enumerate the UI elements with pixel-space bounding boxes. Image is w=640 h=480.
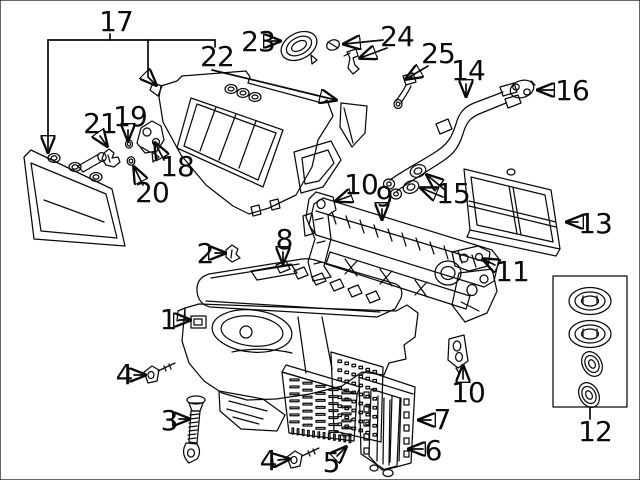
- part-number-label-3[interactable]: 3: [161, 404, 179, 437]
- part-number-label-15[interactable]: 15: [436, 177, 471, 210]
- callout-10b: 10: [451, 366, 486, 409]
- cabin-air-filter-13: [463, 168, 561, 257]
- part-number-label-11[interactable]: 11: [495, 255, 530, 288]
- part-number-label-1[interactable]: 1: [160, 303, 178, 336]
- duct-clips-8: [275, 260, 381, 304]
- callout-17: 17: [48, 5, 216, 152]
- callout-21: 21: [83, 107, 118, 146]
- part-number-label-20[interactable]: 20: [135, 176, 170, 209]
- callout-2: 2: [197, 237, 225, 270]
- leader-arrow-5: [337, 447, 346, 456]
- seal-ring-19: [124, 139, 134, 149]
- leader-arrow-24: [360, 48, 388, 58]
- part-number-label-16[interactable]: 16: [555, 74, 590, 107]
- evaporator-core-17: [23, 149, 126, 247]
- callout-7: 7: [419, 403, 452, 436]
- part-number-label-9[interactable]: 9: [376, 180, 394, 213]
- pipe-clamp-21: [101, 148, 121, 168]
- leader-arrow-15: [427, 175, 446, 190]
- leader-arrow-24: [344, 40, 384, 44]
- part-number-label-19[interactable]: 19: [113, 100, 148, 133]
- callout-16: 16: [538, 74, 590, 107]
- upper-heater-case-22: [149, 70, 342, 217]
- core-frame-7: [358, 370, 416, 471]
- pipe-grommets-15: [402, 164, 427, 194]
- part-number-label-2[interactable]: 2: [197, 237, 215, 270]
- part-number-label-17[interactable]: 17: [99, 5, 134, 38]
- grommet-kit-12: [552, 275, 628, 408]
- part-number-label-7[interactable]: 7: [434, 403, 452, 436]
- callout-20: 20: [134, 167, 170, 209]
- part-number-label-25[interactable]: 25: [421, 37, 456, 70]
- callout-1: 1: [160, 303, 190, 336]
- leader-arrow-4b: [278, 459, 289, 460]
- leader-arrow-18: [155, 143, 164, 160]
- part-number-label-4b[interactable]: 4: [260, 444, 278, 477]
- part-number-label-10b[interactable]: 10: [451, 376, 486, 409]
- lower-heater-case-1: [176, 258, 419, 432]
- callout-24: 24: [344, 20, 415, 58]
- callout-12: 12: [578, 406, 613, 448]
- callout-6: 6: [409, 434, 443, 467]
- mode-bracket-10-upper: [305, 191, 337, 282]
- callout-18: 18: [155, 143, 195, 183]
- actuator-cluster-11: [434, 245, 498, 323]
- harness-clip-2: [225, 244, 241, 263]
- callout-5: 5: [323, 446, 346, 479]
- screw-4-bottom: [286, 447, 320, 469]
- aspirator-hose-25: [393, 72, 417, 110]
- leader-arrow-17: [148, 39, 156, 85]
- case-insulator-plate: [339, 102, 368, 148]
- part-number-label-24[interactable]: 24: [380, 20, 415, 53]
- pipe-flange-gasket-16: [509, 79, 536, 99]
- core-cover-6: [368, 388, 401, 478]
- leader-arrow-25: [406, 66, 429, 79]
- heater-pipe-14: [382, 82, 522, 200]
- callout-25: 25: [406, 37, 456, 79]
- part-number-label-5[interactable]: 5: [323, 446, 341, 479]
- mount-plate-10-lower: [447, 334, 469, 374]
- drain-bolt-3: [182, 395, 206, 464]
- part-number-label-13[interactable]: 13: [578, 207, 613, 240]
- clip-set-24: [326, 39, 360, 75]
- leader-arrow-10a: [336, 196, 350, 201]
- callout-4a: 4: [116, 358, 145, 391]
- part-number-label-21[interactable]: 21: [83, 107, 118, 140]
- part-number-label-12[interactable]: 12: [578, 415, 613, 448]
- parts-layer: [23, 30, 628, 478]
- part-number-label-22[interactable]: 22: [200, 40, 235, 73]
- leader-arrow-22: [211, 69, 336, 100]
- callout-3: 3: [161, 404, 189, 437]
- heater-core-5: [281, 364, 361, 444]
- callout-8: 8: [276, 223, 293, 263]
- callout-11: 11: [483, 255, 530, 288]
- part-number-label-18[interactable]: 18: [160, 150, 195, 183]
- callout-22: 22: [200, 40, 336, 100]
- leader-arrow-21: [100, 136, 107, 146]
- center-frame-9: [302, 197, 500, 310]
- callout-19: 19: [113, 100, 148, 140]
- part-number-label-8[interactable]: 8: [276, 223, 294, 256]
- callout-23: 23: [241, 25, 280, 58]
- callout-15: 15: [421, 175, 471, 210]
- callout-13: 13: [567, 207, 613, 240]
- callout-4b: 4: [260, 444, 289, 477]
- leader-arrow-15: [421, 188, 444, 197]
- callout-9: 9: [376, 180, 393, 219]
- screw-4-left: [143, 362, 176, 384]
- seal-ring-20: [126, 156, 136, 166]
- leader-arrow-11: [483, 259, 495, 265]
- callout-10a: 10: [336, 168, 379, 201]
- drain-grommet-23: [280, 30, 318, 65]
- part-number-label-14[interactable]: 14: [451, 54, 486, 87]
- part-number-label-6[interactable]: 6: [425, 434, 443, 467]
- part-number-label-4a[interactable]: 4: [116, 358, 134, 391]
- part-number-label-10a[interactable]: 10: [344, 168, 379, 201]
- leader-arrow-20: [134, 167, 143, 186]
- callout-14: 14: [451, 54, 486, 96]
- part-number-label-23[interactable]: 23: [241, 25, 276, 58]
